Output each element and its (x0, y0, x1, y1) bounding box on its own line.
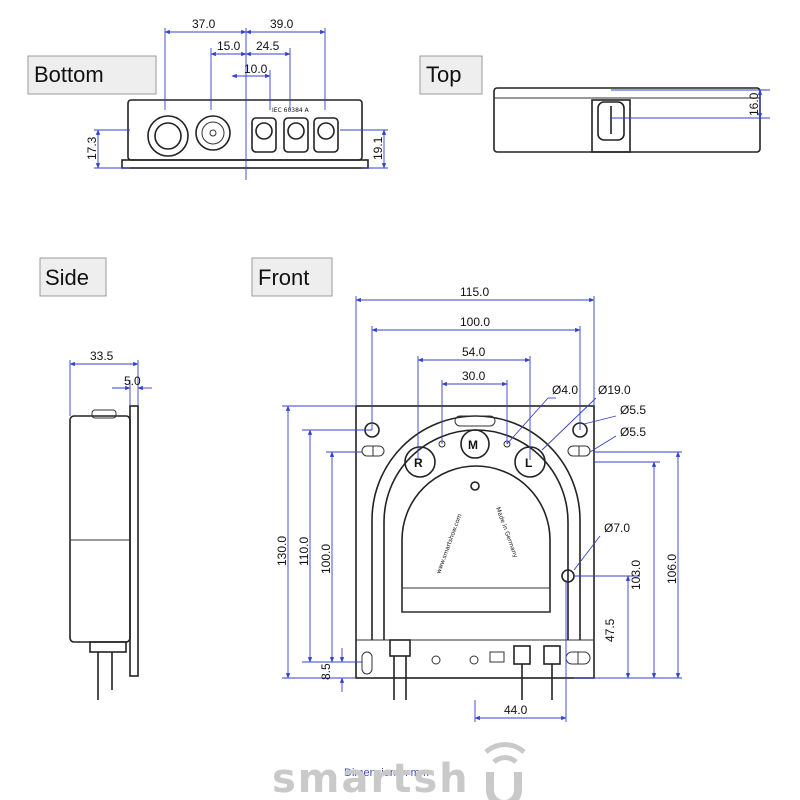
dim-44: 44.0 (504, 703, 528, 717)
svg-text:Bottom: Bottom (34, 62, 104, 87)
dim-17-3: 17.3 (85, 136, 99, 160)
dim-106: 106.0 (665, 554, 679, 584)
svg-text:Side: Side (45, 265, 89, 290)
dim-dia-5-5-b: Ø5.5 (620, 425, 646, 439)
dim-37: 37.0 (192, 17, 216, 31)
dim-dia-19: Ø19.0 (598, 383, 631, 397)
svg-text:Top: Top (426, 62, 461, 87)
emboss-right: Made in Germany (494, 506, 519, 559)
logo-m: M (468, 438, 478, 452)
dim-5: 5.0 (124, 374, 141, 388)
view-label-bottom: Bottom (27, 55, 157, 95)
emboss-left: www.smartshow.com (435, 513, 463, 575)
svg-text:Front: Front (258, 265, 309, 290)
dim-103: 103.0 (629, 560, 643, 590)
dim-130: 130.0 (275, 536, 289, 566)
dim-16: 16.0 (747, 92, 761, 116)
svg-text:smartsh: smartsh (272, 756, 470, 800)
dim-54: 54.0 (462, 345, 486, 359)
dim-dia-5-5-a: Ø5.5 (620, 403, 646, 417)
dim-19-1: 19.1 (371, 136, 385, 160)
dim-47-5: 47.5 (603, 618, 617, 642)
top-view: 16.0 (493, 87, 770, 153)
view-label-front: Front (251, 257, 333, 297)
dim-dia-4: Ø4.0 (552, 383, 578, 397)
dim-100-h: 100.0 (460, 315, 490, 329)
knob-l-label: L (525, 456, 532, 470)
knob-r-label: R (414, 456, 423, 470)
dim-115: 115.0 (460, 285, 489, 299)
dim-39: 39.0 (270, 17, 294, 31)
dim-8-5: 8.5 (319, 663, 333, 680)
dimension-note: Dimension in mm (344, 767, 429, 779)
watermark-logo: smartsh (272, 742, 526, 800)
dim-110: 110.0 (297, 537, 311, 566)
dim-dia-7: Ø7.0 (604, 521, 630, 535)
front-view: R L M www.smartshow.com Made in Germany (275, 285, 682, 722)
view-label-side: Side (39, 257, 107, 297)
dim-33-5: 33.5 (90, 349, 114, 363)
bottom-plate-text: IEC 60384 A (272, 107, 310, 114)
dim-15: 15.0 (217, 39, 241, 53)
view-label-top: Top (419, 55, 483, 95)
dim-30: 30.0 (462, 369, 486, 383)
dim-24-5: 24.5 (256, 39, 280, 53)
side-view: 33.5 5.0 (69, 349, 152, 700)
dim-100-v: 100.0 (319, 544, 333, 574)
dim-10: 10.0 (244, 62, 268, 76)
bottom-view: IEC 60384 A 37.0 39.0 15.0 24.5 10.0 17.… (85, 17, 388, 180)
